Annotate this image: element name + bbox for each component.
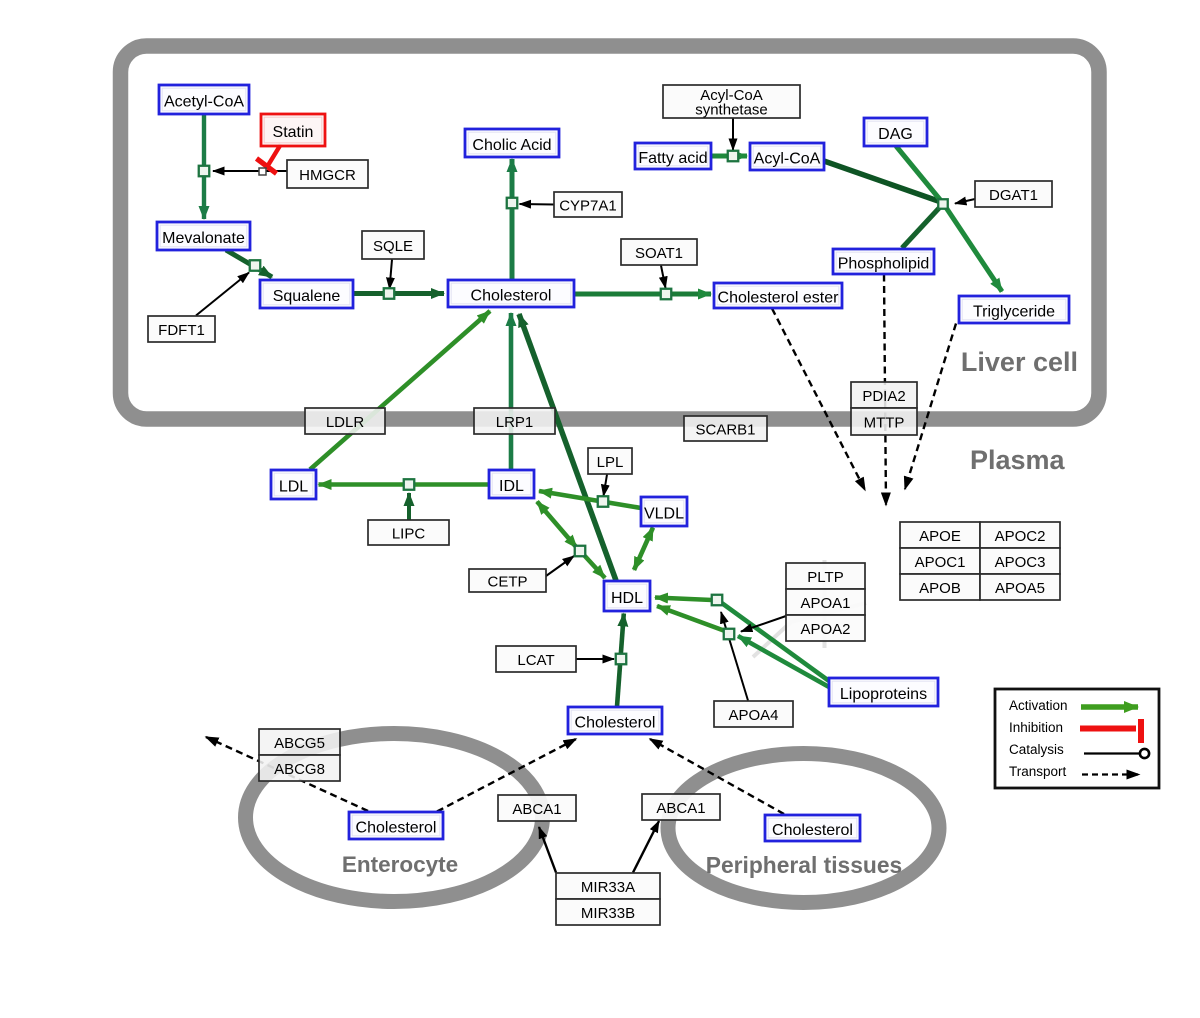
svg-text:Inhibition: Inhibition [1009,720,1063,735]
svg-text:APOE: APOE [919,528,961,545]
svg-text:APOC2: APOC2 [995,528,1046,545]
svg-text:MIR33A: MIR33A [581,879,635,896]
svg-text:Phospholipid: Phospholipid [838,255,930,272]
svg-text:LDLR: LDLR [326,414,365,431]
svg-text:SOAT1: SOAT1 [635,245,683,262]
svg-text:Statin: Statin [273,124,314,141]
svg-text:Cholic Acid: Cholic Acid [472,137,551,154]
svg-text:ABCG8: ABCG8 [274,761,325,778]
svg-text:SCARB1: SCARB1 [695,422,755,439]
svg-text:IDL: IDL [499,478,524,495]
svg-text:APOC1: APOC1 [915,554,966,571]
svg-text:Acyl-CoA: Acyl-CoA [754,150,821,167]
svg-text:VLDL: VLDL [644,505,684,522]
svg-text:APOA2: APOA2 [800,621,850,638]
svg-text:Mevalonate: Mevalonate [162,230,245,247]
svg-text:Catalysis: Catalysis [1009,742,1064,757]
svg-text:Lipoproteins: Lipoproteins [840,686,927,703]
svg-text:PDIA2: PDIA2 [862,388,905,405]
svg-text:Triglyceride: Triglyceride [973,303,1055,320]
svg-text:LCAT: LCAT [517,652,554,669]
svg-text:synthetase: synthetase [695,102,768,119]
svg-text:APOA4: APOA4 [728,707,778,724]
svg-text:CETP: CETP [487,574,527,591]
svg-text:Plasma: Plasma [970,445,1066,475]
svg-text:DGAT1: DGAT1 [989,187,1038,204]
svg-text:LPL: LPL [597,454,624,471]
svg-text:APOA1: APOA1 [800,595,850,612]
svg-text:ABCA1: ABCA1 [512,801,561,818]
svg-text:Cholesterol: Cholesterol [772,822,853,839]
svg-text:Cholesterol: Cholesterol [356,819,437,836]
svg-text:MTTP: MTTP [864,415,905,432]
svg-text:Acyl-CoA: Acyl-CoA [700,87,763,104]
svg-text:HDL: HDL [611,590,643,607]
svg-text:APOA5: APOA5 [995,580,1045,597]
svg-text:APOB: APOB [919,580,961,597]
svg-text:HMGCR: HMGCR [299,167,356,184]
svg-text:Squalene: Squalene [273,288,341,305]
svg-text:APOC3: APOC3 [995,554,1046,571]
svg-text:Fatty acid: Fatty acid [638,150,707,167]
svg-text:LIPC: LIPC [392,526,426,543]
svg-text:SQLE: SQLE [373,238,413,255]
svg-text:ABCA1: ABCA1 [656,800,705,817]
svg-text:LDL: LDL [279,478,308,495]
svg-text:DAG: DAG [878,126,913,143]
svg-text:Liver cell: Liver cell [961,347,1078,377]
svg-text:Enterocyte: Enterocyte [342,852,458,877]
svg-text:Peripheral tissues: Peripheral tissues [706,852,902,878]
svg-text:MIR33B: MIR33B [581,905,635,922]
svg-text:Cholesterol: Cholesterol [471,287,552,304]
svg-text:FDFT1: FDFT1 [158,322,205,339]
svg-text:LRP1: LRP1 [496,414,534,431]
svg-text:Cholesterol: Cholesterol [575,714,656,731]
svg-text:Activation: Activation [1009,698,1068,713]
svg-text:PLTP: PLTP [807,569,843,586]
svg-text:CYP7A1: CYP7A1 [559,198,617,215]
svg-text:Acetyl-CoA: Acetyl-CoA [164,93,244,110]
svg-text:Cholesterol ester: Cholesterol ester [718,289,840,306]
svg-text:ABCG5: ABCG5 [274,735,325,752]
svg-text:Transport: Transport [1009,764,1067,779]
